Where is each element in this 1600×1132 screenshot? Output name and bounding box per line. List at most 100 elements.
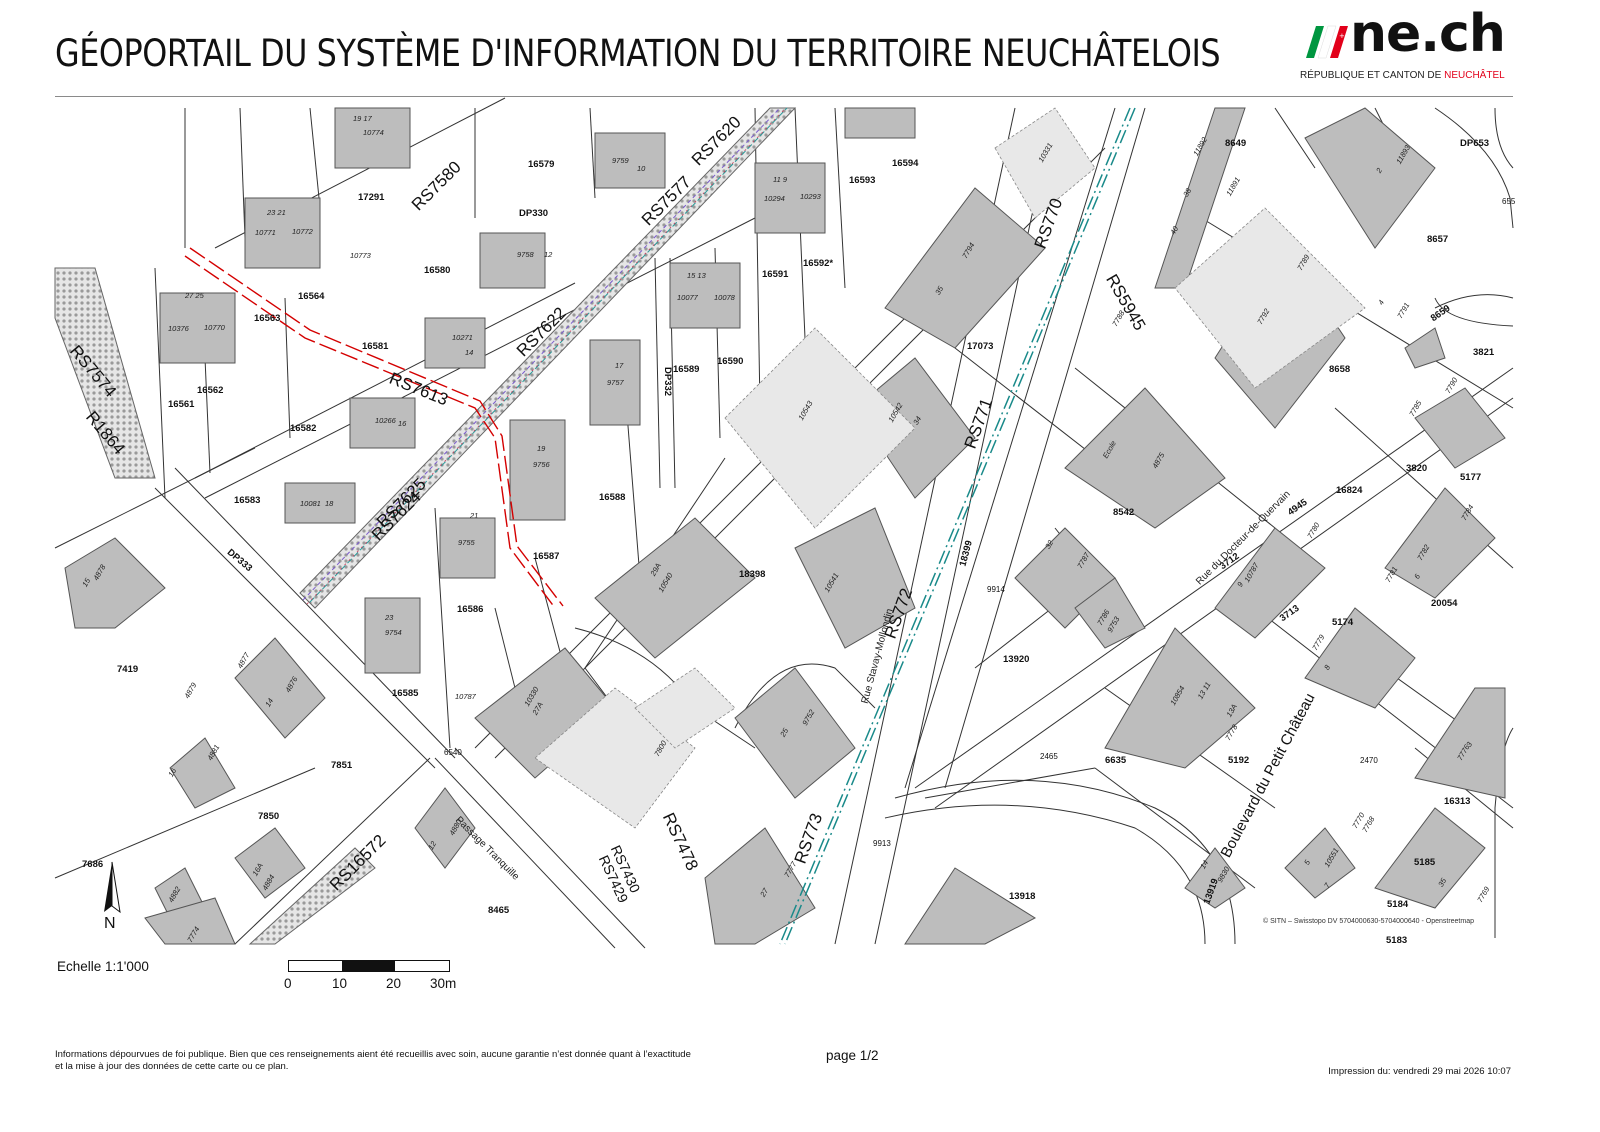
parcel-label: 18398 xyxy=(739,569,766,580)
parcel-label: DP653 xyxy=(1460,138,1490,149)
building-number: 10266 xyxy=(375,416,396,425)
building-number: 10771 xyxy=(255,228,276,237)
parcel-label: 16583 xyxy=(234,495,261,506)
building-number: 10081 xyxy=(300,499,321,508)
logo-subtitle-prefix: RÉPUBLIQUE ET CANTON DE xyxy=(1300,70,1445,81)
canton-flag-icon: + xyxy=(1306,25,1348,59)
svg-text:+: + xyxy=(1339,32,1345,40)
building-number: 10772 xyxy=(292,227,313,236)
building-number: 21 xyxy=(470,511,479,520)
parcel-label: 8657 xyxy=(1427,234,1449,245)
building-number: 15 13 xyxy=(687,271,706,280)
parcel-label: 16824 xyxy=(1336,485,1363,496)
building-number: 9759 xyxy=(612,156,629,165)
road-hatch-bands xyxy=(54,107,797,945)
building-number: 23 21 xyxy=(267,208,286,217)
building-number: 9754 xyxy=(385,628,402,637)
parcel-label: 7850 xyxy=(258,811,280,822)
parcel-label: 8542 xyxy=(1113,507,1135,518)
scale-tick: 30m xyxy=(430,976,457,991)
parcel-label: 16562 xyxy=(197,385,224,396)
map-graphics xyxy=(54,97,1514,949)
building-number: 27 25 xyxy=(185,291,204,300)
disclaimer-text: Informations dépourvues de foi publique.… xyxy=(55,1049,691,1072)
parcel-label: 5185 xyxy=(1414,857,1436,868)
parcel-label: 13920 xyxy=(1003,654,1030,665)
parcel-label: 5184 xyxy=(1387,899,1409,910)
building-number: 11 9 xyxy=(773,175,788,184)
building-number: 19 xyxy=(537,444,546,453)
building-number: 10 xyxy=(637,164,646,173)
building-number: 10376 xyxy=(168,324,189,333)
parcel-label: 16561 xyxy=(168,399,195,410)
building-number: 10271 xyxy=(452,333,473,342)
page-title: GÉOPORTAIL DU SYSTÈME D'INFORMATION DU T… xyxy=(55,32,1221,75)
building-number: 9757 xyxy=(607,378,624,387)
page-number: page 1/2 xyxy=(826,1048,879,1063)
parcel-label: 16581 xyxy=(362,341,389,352)
parcel-label: 17291 xyxy=(358,192,385,203)
parcel-label: 7851 xyxy=(331,760,353,771)
parcel-label: 9914 xyxy=(987,585,1005,594)
parcel-label: 16592* xyxy=(803,258,834,269)
building-number: 23 xyxy=(385,613,394,622)
parcel-label: 8465 xyxy=(488,905,510,916)
building-number: 19 17 xyxy=(353,114,372,123)
parcel-label: 16585 xyxy=(392,688,419,699)
building-number: 9758 xyxy=(517,250,534,259)
parcel-label: 5174 xyxy=(1332,617,1354,628)
parcel-label: 16579 xyxy=(528,159,555,170)
parcel-label: DP330 xyxy=(519,208,549,219)
scale-tick: 0 xyxy=(284,976,292,991)
parcel-label: 16591 xyxy=(762,269,789,280)
parcel-label: 16590 xyxy=(717,356,744,367)
logo-wordmark: ne.ch xyxy=(1350,4,1506,64)
logo-subtitle: RÉPUBLIQUE ET CANTON DE NEUCHÂTEL xyxy=(1300,70,1505,81)
building-number: 17 xyxy=(615,361,624,370)
building-number: 10077 xyxy=(677,293,698,302)
parcel-label: 20054 xyxy=(1431,598,1458,609)
parcel-label: 16589 xyxy=(673,364,700,375)
cadastral-map[interactable]: 17291 16579 16593 16594 8649 DP653 16580… xyxy=(54,97,1516,949)
parcel-label: 9913 xyxy=(873,839,891,848)
easement-lines xyxy=(184,247,564,609)
parcel-label: 7686 xyxy=(82,859,104,870)
parcel-label: 2470 xyxy=(1360,756,1378,765)
building-number: 10773 xyxy=(350,251,371,260)
north-label: N xyxy=(104,915,116,932)
parcel-label: 16564 xyxy=(298,291,325,302)
building-number: 10787 xyxy=(455,692,476,701)
parcel-label: 2465 xyxy=(1040,752,1058,761)
building-footprints xyxy=(64,107,1506,945)
dashdot-line xyxy=(779,107,1136,945)
parcel-label: 16313 xyxy=(1444,796,1471,807)
scale-bar xyxy=(288,960,450,972)
building-number: 16 xyxy=(398,419,407,428)
parcel-label: 5192 xyxy=(1228,755,1250,766)
scale-tick: 20 xyxy=(386,976,402,991)
parcel-label: 655 xyxy=(1502,197,1516,206)
parcel-label: 16586 xyxy=(457,604,484,615)
scale-label: Echelle 1:1'000 xyxy=(57,959,149,974)
building-number: 9755 xyxy=(458,538,475,547)
parcel-label: 8658 xyxy=(1329,364,1351,375)
building-number: 18 xyxy=(325,499,334,508)
neuchatel-logo: + ne.ch RÉPUBLIQUE ET CANTON DE NEUCHÂTE… xyxy=(1300,4,1515,84)
print-date: Impression du: vendredi 29 mai 2026 10:0… xyxy=(1328,1066,1511,1077)
header-divider xyxy=(55,96,1513,97)
parcel-label: 16588 xyxy=(599,492,626,503)
parcel-label: 16582 xyxy=(290,423,317,434)
north-arrow-icon xyxy=(104,861,121,914)
parcel-label: 16580 xyxy=(424,265,451,276)
parcel-label: 13918 xyxy=(1009,891,1036,902)
building-number: 12 xyxy=(544,250,553,259)
parcel-label: DP332 xyxy=(662,366,674,397)
parcel-label: 16594 xyxy=(892,158,919,169)
logo-subtitle-canton: NEUCHÂTEL xyxy=(1444,70,1505,81)
parcel-label: 17073 xyxy=(967,341,994,352)
building-number: 10774 xyxy=(363,128,384,137)
building-number: 9756 xyxy=(533,460,550,469)
scale-tick: 10 xyxy=(332,976,348,991)
parcel-label: 16593 xyxy=(849,175,876,186)
building-number: 10293 xyxy=(800,192,821,201)
